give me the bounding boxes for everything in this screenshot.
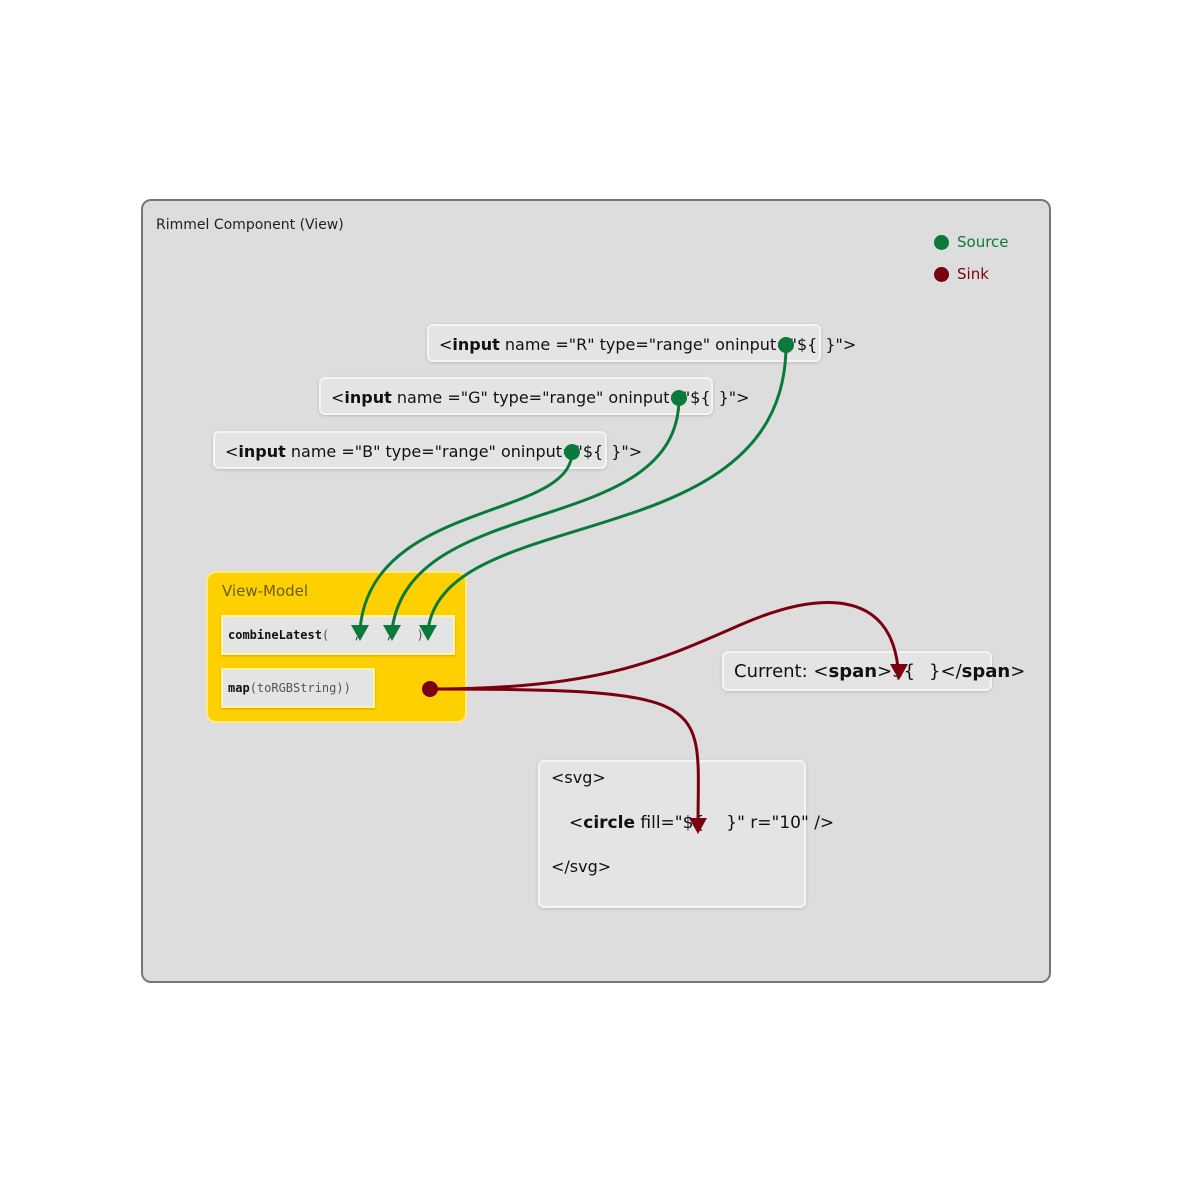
code-text: < (439, 335, 453, 354)
map-operator: map(toRGBString)) (221, 668, 375, 708)
code-text: , (353, 628, 361, 642)
code-text: }"> (825, 335, 857, 354)
code-text: }" r="10" /> (726, 813, 835, 833)
legend-source: Source (934, 233, 1009, 251)
operator-name: map (228, 681, 250, 695)
legend-sink: Sink (934, 265, 989, 283)
circle-line: <circle fill="${ }" r="10" /> (569, 813, 834, 833)
code-text: (toRGBString)) (249, 681, 351, 695)
legend-source-label: Source (957, 233, 1009, 251)
code-text: fill="${ (634, 813, 705, 833)
code-text: }"> (611, 442, 643, 461)
operator-name: combineLatest (228, 628, 322, 642)
svg-close-line: </svg> (551, 857, 612, 876)
source-dot-icon (934, 234, 949, 250)
code-text: name ="B" type="range" oninput="${ (285, 442, 604, 461)
code-text: name ="G" type="range" oninput="${ (391, 388, 711, 407)
code-text: < (331, 388, 345, 407)
code-text: Current: < (734, 661, 829, 682)
view-model-title: View-Model (222, 582, 309, 600)
code-tag: input (344, 388, 392, 407)
input-r-code: <input name ="R" type="range" oninput="$… (427, 324, 856, 362)
code-tag: span (961, 661, 1011, 682)
code-text: , (385, 628, 393, 642)
combine-latest-operator: combineLatest(,,) (221, 615, 455, 655)
input-b-code: <input name ="B" type="range" oninput="$… (213, 431, 642, 469)
code-tag: circle (583, 813, 635, 833)
legend-sink-label: Sink (957, 265, 989, 283)
svg-open-line: <svg> (551, 768, 606, 787)
code-text: name ="R" type="range" oninput="${ (499, 335, 818, 354)
code-tag: span (828, 661, 878, 682)
code-text: }</ (929, 661, 962, 682)
code-text: > (1010, 661, 1026, 682)
code-text: < (569, 813, 584, 833)
code-text: ) (416, 628, 424, 642)
code-text: < (225, 442, 239, 461)
current-span-code: Current: <span>${}</span> (722, 651, 1025, 691)
code-tag: input (452, 335, 500, 354)
component-title: Rimmel Component (View) (156, 217, 344, 233)
code-text: ( (321, 628, 330, 642)
code-text: >${ (877, 661, 916, 682)
code-tag: input (238, 442, 286, 461)
input-g-code: <input name ="G" type="range" oninput="$… (319, 377, 750, 415)
sink-dot-icon (934, 266, 949, 282)
code-text: }"> (718, 388, 750, 407)
